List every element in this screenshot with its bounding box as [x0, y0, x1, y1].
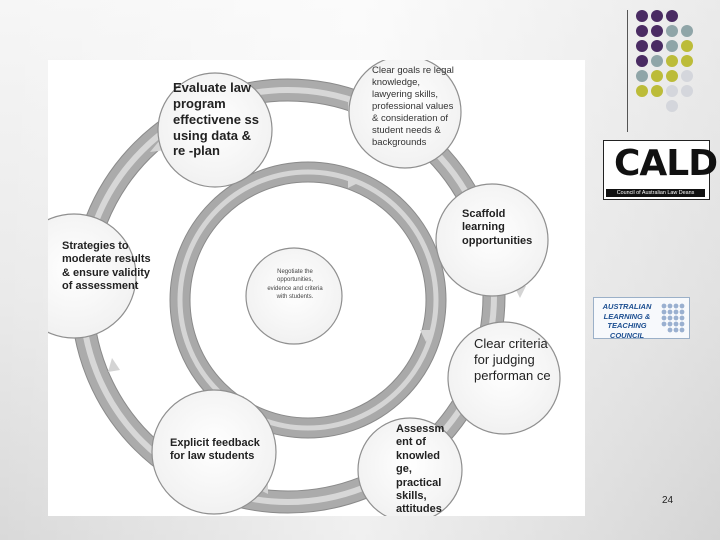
decor-dot	[681, 55, 693, 67]
decor-dot	[681, 70, 693, 82]
cald-logo-wordmark: CALD	[614, 143, 718, 184]
step-circles	[48, 60, 561, 516]
node-scaffold-label: Scaffold learning opportunities	[462, 208, 533, 247]
decor-dot	[651, 55, 663, 67]
decor-dot	[681, 85, 693, 97]
decor-dot	[636, 55, 648, 67]
decor-dot	[651, 85, 663, 97]
cycle-diagram	[48, 60, 561, 516]
decorative-divider-line	[627, 10, 628, 132]
decorative-dot-grid	[636, 10, 712, 120]
inner-cycle-ring	[169, 161, 447, 439]
decor-dot	[666, 25, 678, 37]
decor-dot	[666, 100, 678, 112]
node-criteria-label: Clear criteria for judging performan ce	[474, 336, 551, 383]
assessment-circle	[357, 417, 463, 516]
page-number: 24	[662, 495, 674, 506]
decor-dot	[651, 70, 663, 82]
cycle-diagram-panel: Evaluate law program effectivene ss usin…	[48, 60, 585, 516]
node-feedback-label: Explicit feedback for law students	[170, 437, 260, 463]
decor-dot	[666, 10, 678, 22]
node-clear-goals-label: Clear goals re legal knowledge, lawyerin…	[372, 65, 454, 149]
decor-dot	[636, 10, 648, 22]
scaffold-circle	[435, 183, 549, 297]
cald-logo-subtitle: Council of Australian Law Deans	[606, 189, 705, 197]
evaluate-circle	[157, 72, 273, 188]
cald-logo: CALD Council of Australian Law Deans	[603, 140, 718, 200]
node-assessment-label: Assessm ent of knowled ge, practical ski…	[396, 423, 445, 516]
center-circle	[245, 247, 343, 345]
decor-dot	[636, 70, 648, 82]
node-strategies-label: Strategies to moderate results & ensure …	[62, 240, 151, 293]
decor-dot	[636, 40, 648, 52]
altc-logo: AUSTRALIAN LEARNING & TEACHING COUNCIL	[593, 297, 690, 340]
decor-dot	[666, 40, 678, 52]
feedback-circle	[151, 389, 277, 515]
strategies-circle	[48, 213, 137, 339]
decor-dot	[636, 85, 648, 97]
node-evaluate-label: Evaluate law program effectivene ss usin…	[173, 80, 259, 159]
criteria-circle	[447, 321, 561, 435]
decor-dot	[681, 25, 693, 37]
decor-dot	[666, 70, 678, 82]
decor-dot	[651, 25, 663, 37]
center-negotiate-label: Negotiate the opportunities, evidence an…	[267, 269, 323, 301]
decor-dot	[651, 10, 663, 22]
decor-dot	[681, 40, 693, 52]
decor-dot	[666, 55, 678, 67]
altc-logo-text: AUSTRALIAN LEARNING & TEACHING COUNCIL	[602, 302, 652, 340]
decor-dot	[636, 25, 648, 37]
decor-dot	[651, 40, 663, 52]
clear-goals-circle	[348, 60, 462, 169]
decor-dot	[666, 85, 678, 97]
altc-logo-grid-icon	[661, 303, 685, 333]
